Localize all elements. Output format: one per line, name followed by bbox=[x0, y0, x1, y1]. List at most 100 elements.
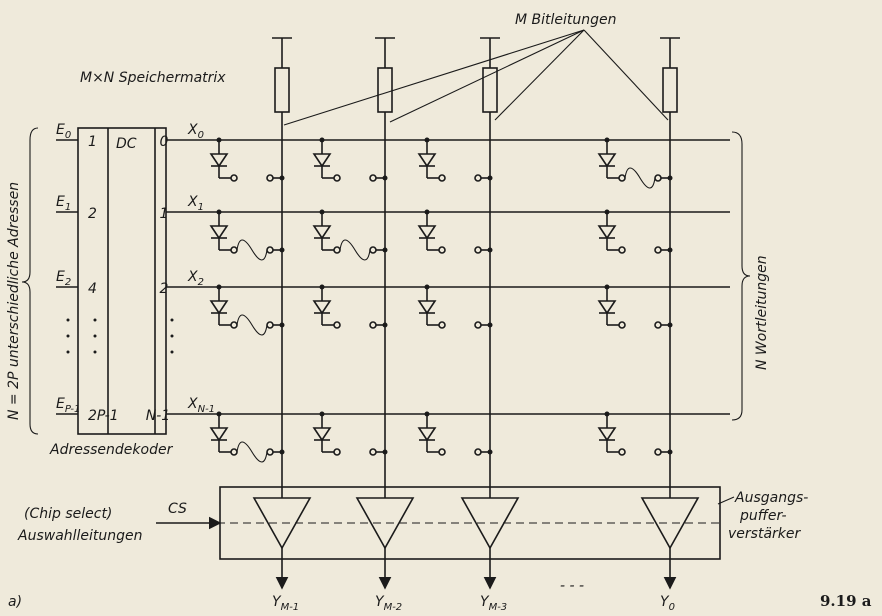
decoder-input-label-2: E2 bbox=[56, 269, 71, 288]
diode-icon bbox=[597, 300, 617, 315]
decoder-output-label-3: N-1 bbox=[146, 408, 170, 424]
subfigure-label: a) bbox=[8, 594, 22, 610]
ellipsis-dot bbox=[93, 334, 97, 338]
memory-cell bbox=[417, 209, 493, 254]
memory-cell bbox=[417, 284, 493, 329]
wordline-label-0: X0 bbox=[187, 122, 204, 141]
diode-icon bbox=[209, 427, 229, 442]
fuse-link bbox=[339, 239, 371, 261]
fuse-contact bbox=[230, 174, 238, 182]
bitline-junction bbox=[667, 247, 673, 253]
select-lines-label: Auswahlleitungen bbox=[17, 528, 143, 544]
diode-icon bbox=[209, 153, 229, 168]
diode-icon bbox=[417, 153, 437, 168]
fuse-contact bbox=[438, 321, 446, 329]
memory-cell bbox=[417, 137, 493, 182]
bitline-junction bbox=[382, 175, 388, 181]
wordline-label-2: X2 bbox=[187, 269, 204, 288]
fuse-link bbox=[236, 314, 268, 336]
output-buffer-2 bbox=[460, 497, 520, 550]
fuse-contact bbox=[266, 448, 274, 456]
ellipsis-dot bbox=[170, 350, 174, 354]
fuse-contact bbox=[618, 448, 626, 456]
fuse-contact bbox=[333, 321, 341, 329]
bitlines-label: M Bitleitungen bbox=[515, 12, 617, 28]
diode-icon bbox=[597, 153, 617, 168]
bitline-junction bbox=[279, 247, 285, 253]
fuse-contact bbox=[369, 246, 377, 254]
output-label-1: YM-2 bbox=[375, 594, 402, 613]
wordline-label-3: XN-1 bbox=[187, 396, 215, 415]
fuse-contact bbox=[654, 246, 662, 254]
memory-cell bbox=[312, 411, 388, 456]
bitline-junction bbox=[487, 449, 493, 455]
fuse-contact bbox=[618, 321, 626, 329]
diode-icon bbox=[417, 427, 437, 442]
resistor bbox=[377, 67, 393, 113]
diode-icon bbox=[597, 427, 617, 442]
output-buffer-0 bbox=[252, 497, 312, 550]
bitline-junction bbox=[382, 247, 388, 253]
diode-icon bbox=[417, 225, 437, 240]
fuse-contact bbox=[654, 174, 662, 182]
memory-cell bbox=[209, 137, 285, 182]
memory-cell bbox=[597, 284, 673, 329]
bitline-junction bbox=[279, 175, 285, 181]
ellipsis-dot bbox=[66, 334, 70, 338]
ellipsis-dot bbox=[170, 318, 174, 322]
memory-cell bbox=[312, 284, 388, 329]
fuse-link bbox=[236, 239, 268, 261]
bitline-junction bbox=[279, 322, 285, 328]
buffer-label-3: verstärker bbox=[728, 526, 801, 542]
output-label-3: Y0 bbox=[660, 594, 675, 613]
bitline-junction bbox=[487, 175, 493, 181]
fuse-contact bbox=[474, 448, 482, 456]
bitline-junction bbox=[487, 322, 493, 328]
memory-cell bbox=[597, 137, 673, 189]
decoder-caption: Adressendekoder bbox=[49, 442, 174, 458]
decoder-weight-1: 2 bbox=[88, 206, 97, 222]
decoder-weight-0: 1 bbox=[88, 134, 97, 150]
memory-cell bbox=[312, 209, 388, 261]
fuse-link bbox=[236, 441, 268, 463]
diode-icon bbox=[597, 225, 617, 240]
addresses-label: N = 2P unterschiedliche Adressen bbox=[6, 182, 22, 420]
fuse-contact bbox=[333, 448, 341, 456]
bitline-junction bbox=[279, 449, 285, 455]
memory-cell bbox=[209, 209, 285, 261]
bitline-junction bbox=[667, 175, 673, 181]
decoder-weight-2: 4 bbox=[88, 281, 97, 297]
memory-cell bbox=[312, 137, 388, 182]
fuse-link bbox=[624, 167, 656, 189]
fuse-contact bbox=[438, 174, 446, 182]
addresses-brace bbox=[21, 127, 39, 435]
diode-icon bbox=[312, 225, 332, 240]
ellipsis-dot bbox=[66, 350, 70, 354]
resistor bbox=[274, 67, 290, 113]
output-buffer-1 bbox=[355, 497, 415, 550]
chip-select-label: (Chip select) bbox=[24, 506, 112, 522]
fuse-contact bbox=[369, 174, 377, 182]
diode-icon bbox=[312, 300, 332, 315]
fuse-contact bbox=[266, 246, 274, 254]
diode-icon bbox=[417, 300, 437, 315]
fuse-contact bbox=[333, 174, 341, 182]
ellipsis-dot bbox=[93, 318, 97, 322]
fuse-contact bbox=[369, 321, 377, 329]
fuse-contact bbox=[230, 321, 238, 329]
wordline-label-1: X1 bbox=[187, 194, 204, 213]
fuse-contact bbox=[230, 246, 238, 254]
fuse-contact bbox=[266, 321, 274, 329]
cs-label: CS bbox=[168, 501, 187, 517]
fuse-contact bbox=[438, 448, 446, 456]
fuse-contact bbox=[369, 448, 377, 456]
bitline-leaders bbox=[283, 29, 669, 126]
ellipsis-dot bbox=[66, 318, 70, 322]
figure-number: 9.19 a bbox=[820, 592, 872, 610]
memory-cell bbox=[597, 209, 673, 254]
fuse-contact bbox=[474, 246, 482, 254]
memory-cell bbox=[209, 411, 285, 463]
